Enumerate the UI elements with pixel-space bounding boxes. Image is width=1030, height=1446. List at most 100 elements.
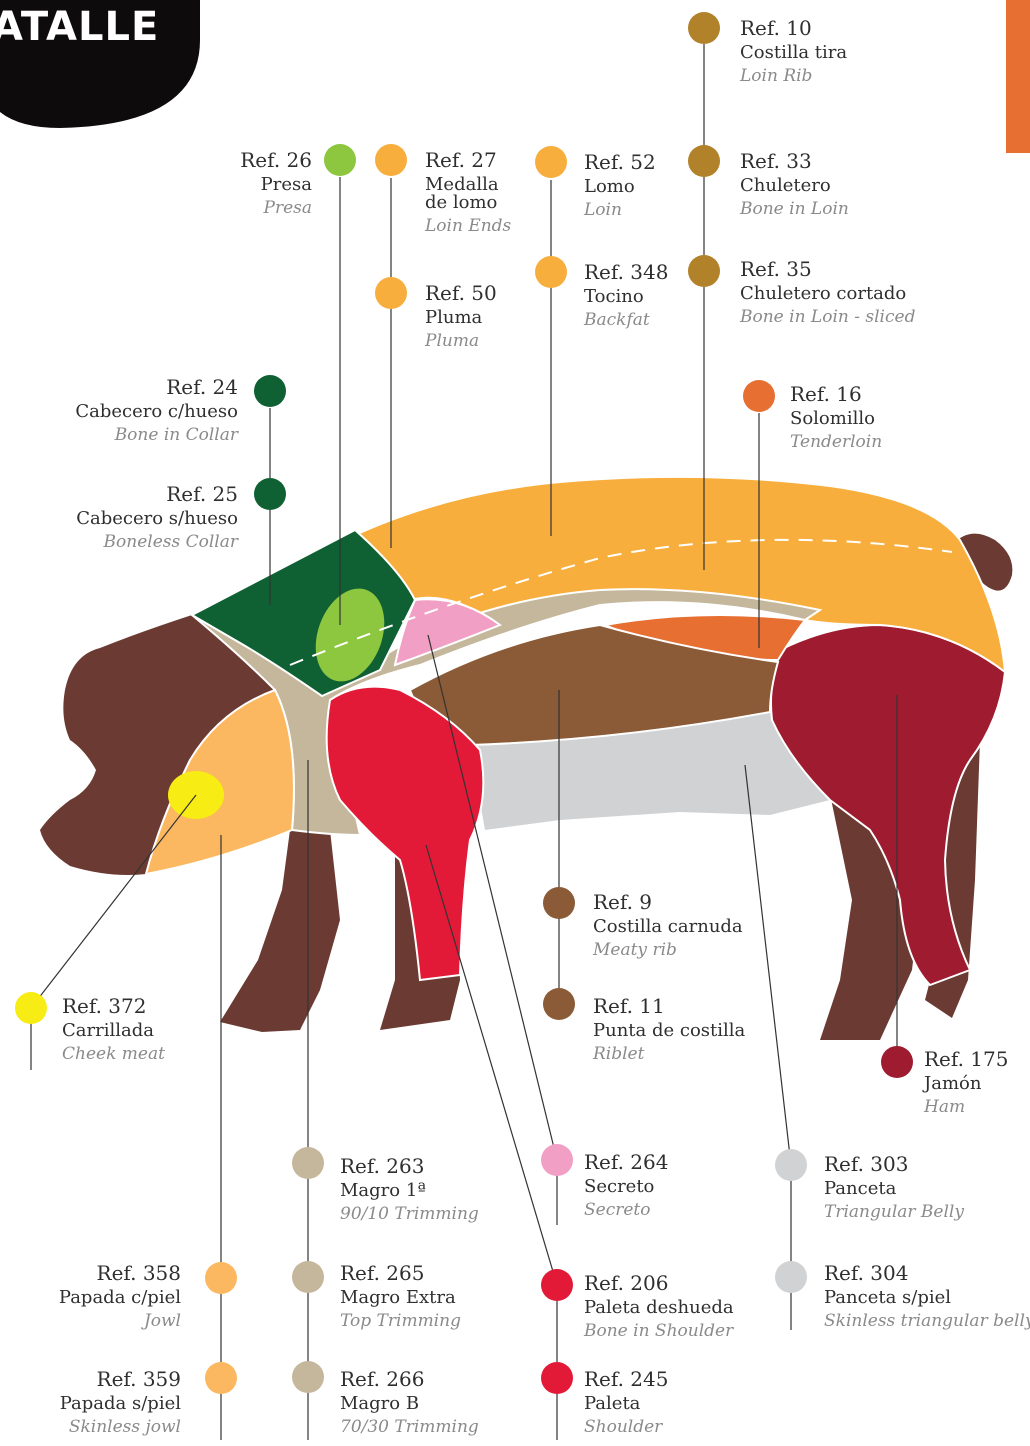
label-es-text: Magro B: [340, 1395, 479, 1413]
ref9-dot: [543, 887, 575, 919]
label-ref-text: Ref. 50: [425, 283, 497, 303]
label-es-text: Cabecero c/hueso: [75, 403, 238, 421]
label-ref-text: Ref. 25: [76, 484, 238, 504]
label-ref-text: Ref. 11: [593, 996, 745, 1016]
label-en-text: 70/30 Trimming: [340, 1419, 479, 1436]
label-ref266: Ref. 266Magro B 70/30 Trimming: [340, 1369, 479, 1436]
label-es-text: Tocino: [584, 288, 668, 306]
ref24-dot: [254, 375, 286, 407]
ref303-dot: [775, 1149, 807, 1181]
label-es-text: Carrillada: [62, 1022, 165, 1040]
label-ref-text: Ref. 26: [240, 150, 312, 170]
ref266-dot: [292, 1361, 324, 1393]
label-es-text: Chuletero: [740, 177, 849, 195]
label-es-text: Chuletero cortado: [740, 285, 915, 303]
label-en-text: Secreto: [584, 1202, 668, 1219]
label-es-text: Costilla tira: [740, 44, 847, 62]
label-en-text: Jowl: [59, 1313, 181, 1330]
ref27-dot: [375, 144, 407, 176]
label-es-text: Magro Extra: [340, 1289, 461, 1307]
ref16-dot: [743, 380, 775, 412]
label-en-text: Boneless Collar: [76, 534, 238, 551]
label-en-text: Backfat: [584, 312, 668, 329]
ref372-dot: [15, 992, 47, 1024]
label-es-text: Panceta: [824, 1180, 964, 1198]
label-es-text: Paleta: [584, 1395, 668, 1413]
ref263-dot: [292, 1147, 324, 1179]
label-ref303: Ref. 303PancetaTriangular Belly: [824, 1154, 964, 1221]
label-es-text: Paleta deshueda: [584, 1299, 734, 1317]
ref50-dot: [375, 277, 407, 309]
label-ref-text: Ref. 16: [790, 384, 882, 404]
label-ref-text: Ref. 348: [584, 262, 668, 282]
label-en-text: Tenderloin: [790, 434, 882, 451]
label-ref-text: Ref. 27: [425, 150, 511, 170]
label-en-text: Top Trimming: [340, 1313, 461, 1330]
label-es-text: Secreto: [584, 1178, 668, 1196]
brand-logo-text: ATALLE: [0, 4, 159, 50]
label-es-text: Costilla carnuda: [593, 918, 743, 936]
label-en-text: Bone in Loin: [740, 201, 849, 218]
label-es-text: Lomo: [584, 178, 656, 196]
ref264-dot: [541, 1144, 573, 1176]
label-en-text: Presa: [240, 200, 312, 217]
label-ref-text: Ref. 358: [59, 1263, 181, 1283]
label-en-text: Meaty rib: [593, 942, 743, 959]
ref25-dot: [254, 478, 286, 510]
label-ref-text: Ref. 304: [824, 1263, 1030, 1283]
label-en-text: Ham: [924, 1099, 1008, 1116]
label-es-text: Papada c/piel: [59, 1289, 181, 1307]
label-es-text: Magro 1ª: [340, 1182, 479, 1200]
ref11-dot: [543, 988, 575, 1020]
label-ref372: Ref. 372CarrilladaCheek meat: [62, 996, 165, 1063]
label-ref-text: Ref. 245: [584, 1369, 668, 1389]
label-ref-text: Ref. 303: [824, 1154, 964, 1174]
label-ref-text: Ref. 266: [340, 1369, 479, 1389]
label-ref-text: Ref. 33: [740, 151, 849, 171]
label-en-text: Skinless jowl: [60, 1419, 181, 1436]
ref26-dot: [324, 144, 356, 176]
ref358-dot: [205, 1262, 237, 1294]
label-es-text: Presa: [240, 176, 312, 194]
label-es-text: Punta de costilla: [593, 1022, 745, 1040]
accent-bar: [1006, 0, 1030, 153]
label-en-text: Loin Ends: [425, 218, 511, 235]
label-ref-text: Ref. 206: [584, 1273, 734, 1293]
label-en-text: Riblet: [593, 1046, 745, 1063]
label-ref-text: Ref. 264: [584, 1152, 668, 1172]
label-ref-text: Ref. 52: [584, 152, 656, 172]
label-ref-text: Ref. 10: [740, 18, 847, 38]
label-en-text: Triangular Belly: [824, 1204, 964, 1221]
label-ref35: Ref. 35Chuletero cortadoBone in Loin - s…: [740, 259, 915, 326]
label-ref-text: Ref. 9: [593, 892, 743, 912]
ref33-dot: [688, 145, 720, 177]
label-es-text: Jamón: [924, 1075, 1008, 1093]
label-es-text: Panceta s/piel: [824, 1289, 1030, 1307]
label-en-text: Loin: [584, 202, 656, 219]
label-es-text: Papada s/piel: [60, 1395, 181, 1413]
label-es-text: Cabecero s/hueso: [76, 510, 238, 528]
label-ref-text: Ref. 265: [340, 1263, 461, 1283]
label-es-text: Medalla de lomo: [425, 176, 511, 212]
label-ref-text: Ref. 175: [924, 1049, 1008, 1069]
ref52-dot: [535, 146, 567, 178]
ref245-dot: [541, 1362, 573, 1394]
label-en-text: Pluma: [425, 333, 497, 350]
